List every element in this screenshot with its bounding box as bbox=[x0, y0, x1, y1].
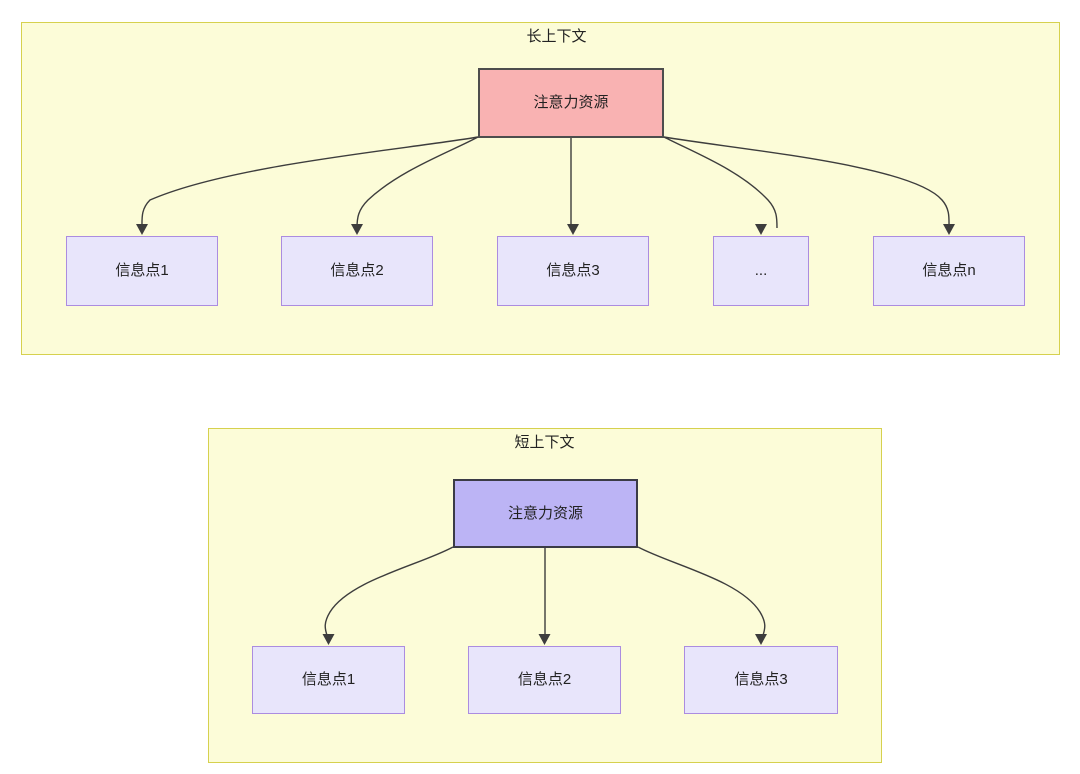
node-info-point-s3[interactable]: 信息点3 bbox=[684, 646, 838, 714]
node-info-point-3[interactable]: 信息点3 bbox=[497, 236, 649, 306]
node-info-point-1[interactable]: 信息点1 bbox=[66, 236, 218, 306]
node-info-point-s1[interactable]: 信息点1 bbox=[252, 646, 405, 714]
node-info-point-ellipsis[interactable]: ... bbox=[713, 236, 809, 306]
node-info-point-n[interactable]: 信息点n bbox=[873, 236, 1025, 306]
node-attention-resource-long[interactable]: 注意力资源 bbox=[478, 68, 664, 138]
node-info-point-2[interactable]: 信息点2 bbox=[281, 236, 433, 306]
group-title-long-context: 长上下文 bbox=[526, 28, 587, 45]
node-info-point-s2[interactable]: 信息点2 bbox=[468, 646, 621, 714]
node-attention-resource-short[interactable]: 注意力资源 bbox=[453, 479, 638, 548]
group-title-short-context: 短上下文 bbox=[514, 434, 575, 451]
